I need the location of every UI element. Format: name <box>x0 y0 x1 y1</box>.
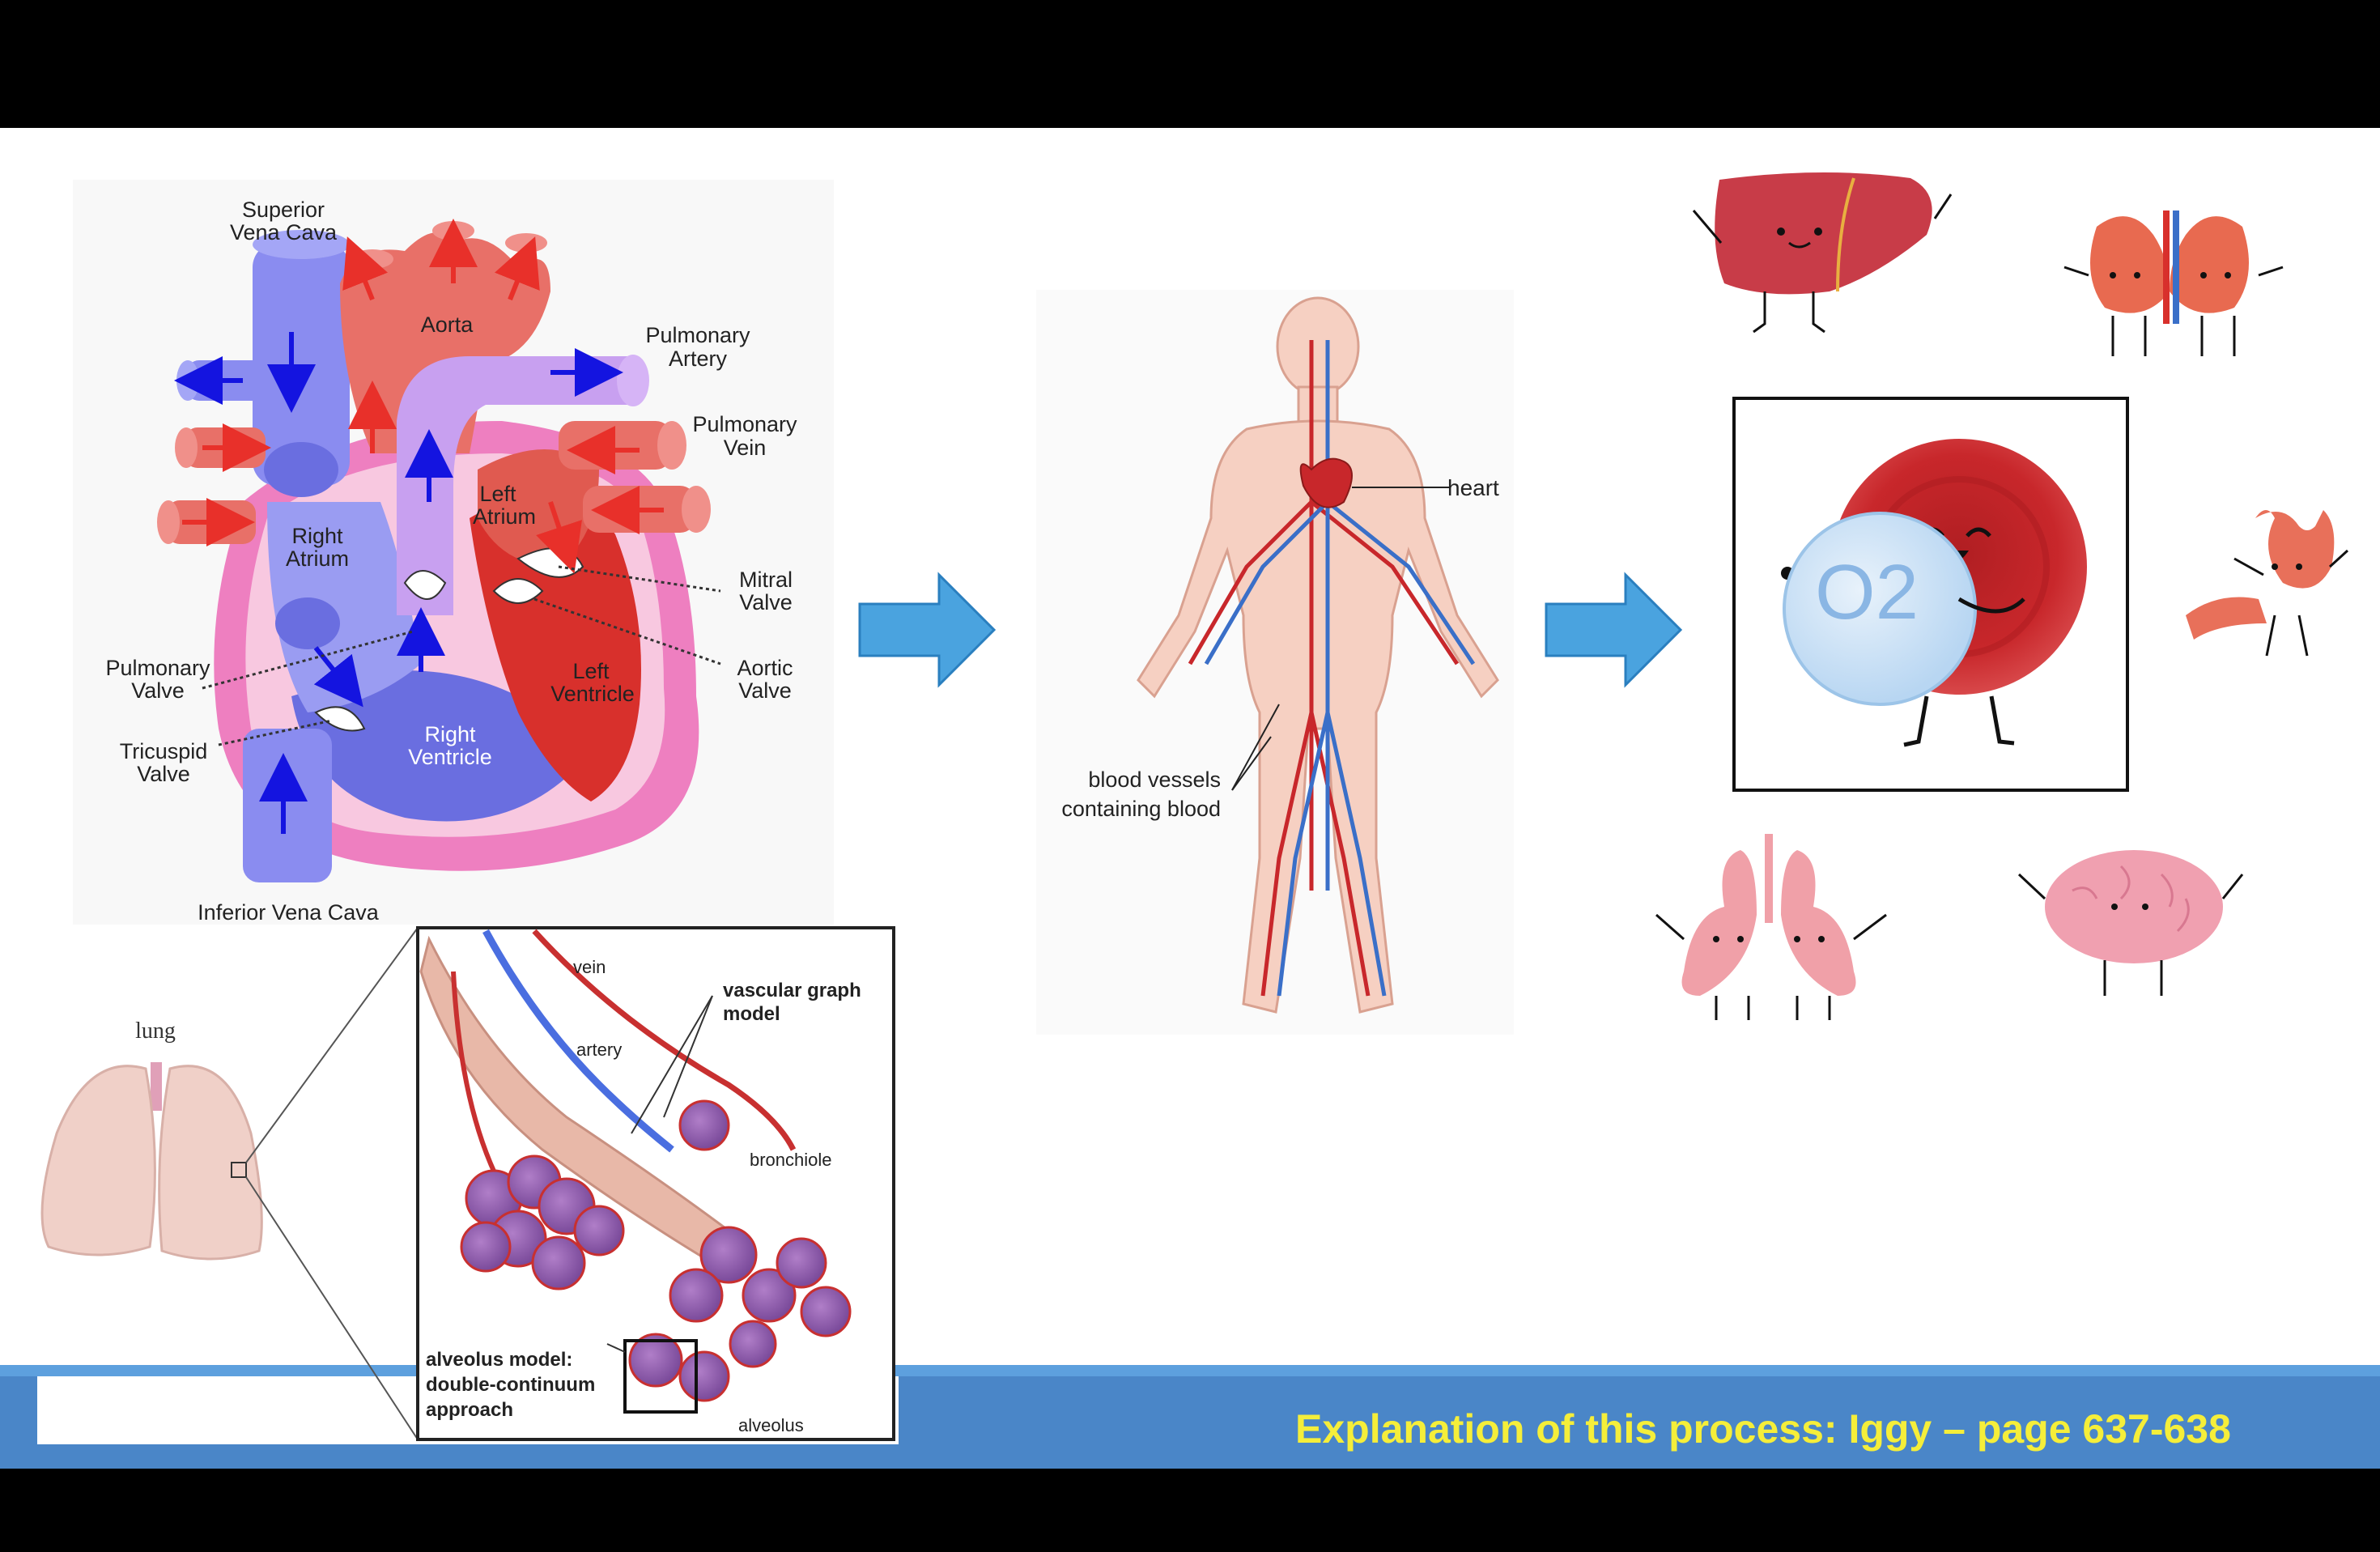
label-left-atrium: Left <box>479 482 516 506</box>
inferior-vena-cava <box>243 729 332 882</box>
label-alveolus-model: alveolus model: <box>426 1349 572 1371</box>
label-pulmonary-vein: Pulmonary <box>692 412 797 436</box>
label-aorta: Aorta <box>421 313 474 337</box>
svg-text:Atrium: Atrium <box>286 546 349 571</box>
label-pulmonary-artery: Pulmonary <box>645 323 750 347</box>
label-mitral-valve: Mitral <box>739 568 793 592</box>
label-right-atrium: Right <box>291 524 343 548</box>
svg-text:Valve: Valve <box>131 678 185 703</box>
circulatory-body: heart blood vessels containing blood <box>1036 290 1514 1035</box>
label-alveolus: alveolus <box>738 1415 804 1435</box>
svg-text:Ventricle: Ventricle <box>550 682 635 706</box>
label-heart: heart <box>1447 475 1499 500</box>
label-vascular-graph: vascular graph <box>723 980 861 1001</box>
label-superior-vena-cava: Superior <box>242 198 325 222</box>
svg-text:Valve: Valve <box>137 762 190 786</box>
svg-text:double-continuum: double-continuum <box>426 1374 595 1396</box>
label-bronchiole: bronchiole <box>750 1150 832 1170</box>
label-vein: vein <box>573 957 606 977</box>
oxygen-label: O2 <box>1815 549 1919 636</box>
label-blood-vessels: blood vessels <box>1088 767 1221 792</box>
label-inferior-vena-cava: Inferior Vena Cava <box>198 900 380 925</box>
svg-text:Atrium: Atrium <box>473 504 536 529</box>
heart-diagram: Superior Vena Cava Aorta Pulmonary Arter… <box>73 180 834 925</box>
blood-cell-panel: O2 <box>1734 398 2127 790</box>
svg-text:Valve: Valve <box>738 678 792 703</box>
svg-text:model: model <box>723 1003 780 1025</box>
label-artery: artery <box>576 1040 622 1060</box>
label-left-ventricle: Left <box>572 659 610 683</box>
pulmonary-vein-right-top <box>559 421 672 470</box>
label-tricuspid-valve: Tricuspid <box>120 739 208 763</box>
svg-text:Ventricle: Ventricle <box>408 745 492 769</box>
svg-text:containing blood: containing blood <box>1061 797 1221 821</box>
svg-text:approach: approach <box>426 1399 513 1421</box>
footer-text: Explanation of this process: Iggy – page… <box>1295 1406 2231 1452</box>
label-lung: lung <box>135 1018 176 1044</box>
footer-bar: Explanation of this process: Iggy – page… <box>0 1365 2380 1469</box>
svg-text:Vein: Vein <box>724 436 767 460</box>
label-aortic-valve: Aortic <box>737 656 793 680</box>
label-pulmonary-valve: Pulmonary <box>105 656 210 680</box>
label-right-ventricle: Right <box>424 722 476 746</box>
svg-text:Vena Cava: Vena Cava <box>230 220 338 244</box>
svg-text:Artery: Artery <box>669 347 728 371</box>
svg-text:Valve: Valve <box>739 590 793 614</box>
